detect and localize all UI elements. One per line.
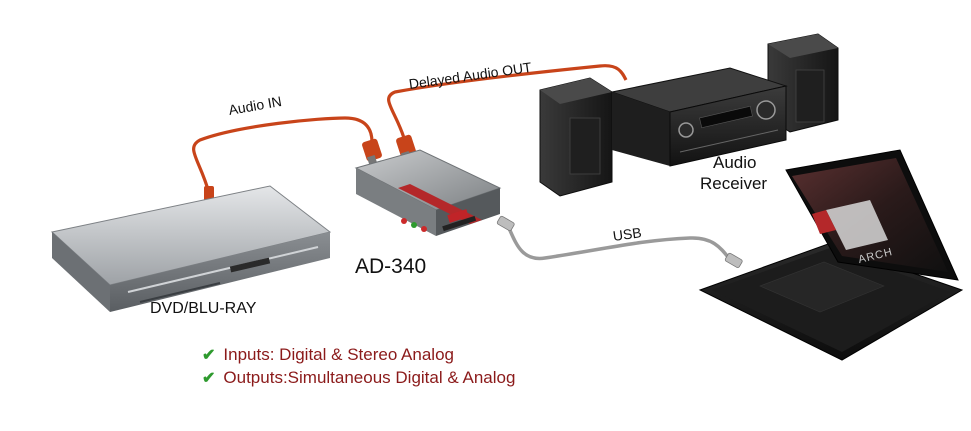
audio-receiver: [610, 67, 788, 167]
dvd-bluray-label: DVD/BLU-RAY: [150, 300, 257, 317]
dvd-player: [50, 185, 332, 312]
speaker-left: [539, 77, 613, 197]
laptop: [698, 149, 964, 361]
delayed-audio-out-cable: [387, 64, 628, 139]
feature-inputs: ✔ Inputs: Digital & Stereo Analog: [202, 345, 454, 365]
check-icon: ✔: [202, 347, 216, 364]
feature-inputs-text: Inputs: Digital & Stereo Analog: [223, 345, 454, 364]
speaker-right: [767, 33, 839, 133]
feature-outputs-text: Outputs:Simultaneous Digital & Analog: [223, 368, 516, 387]
audio-in-cable: [192, 116, 374, 194]
usb-cable: [505, 223, 734, 264]
usb-plug-laptop: [724, 252, 743, 268]
ad-340-device: [354, 149, 502, 236]
receiver-label-line1: Audio: [713, 153, 757, 172]
usb-plug: [496, 215, 515, 231]
receiver-label-line2: Receiver: [700, 174, 768, 193]
check-icon: ✔: [202, 370, 216, 387]
feature-outputs: ✔ Outputs:Simultaneous Digital & Analog: [202, 368, 515, 388]
ad-340-label: AD-340: [355, 255, 427, 278]
